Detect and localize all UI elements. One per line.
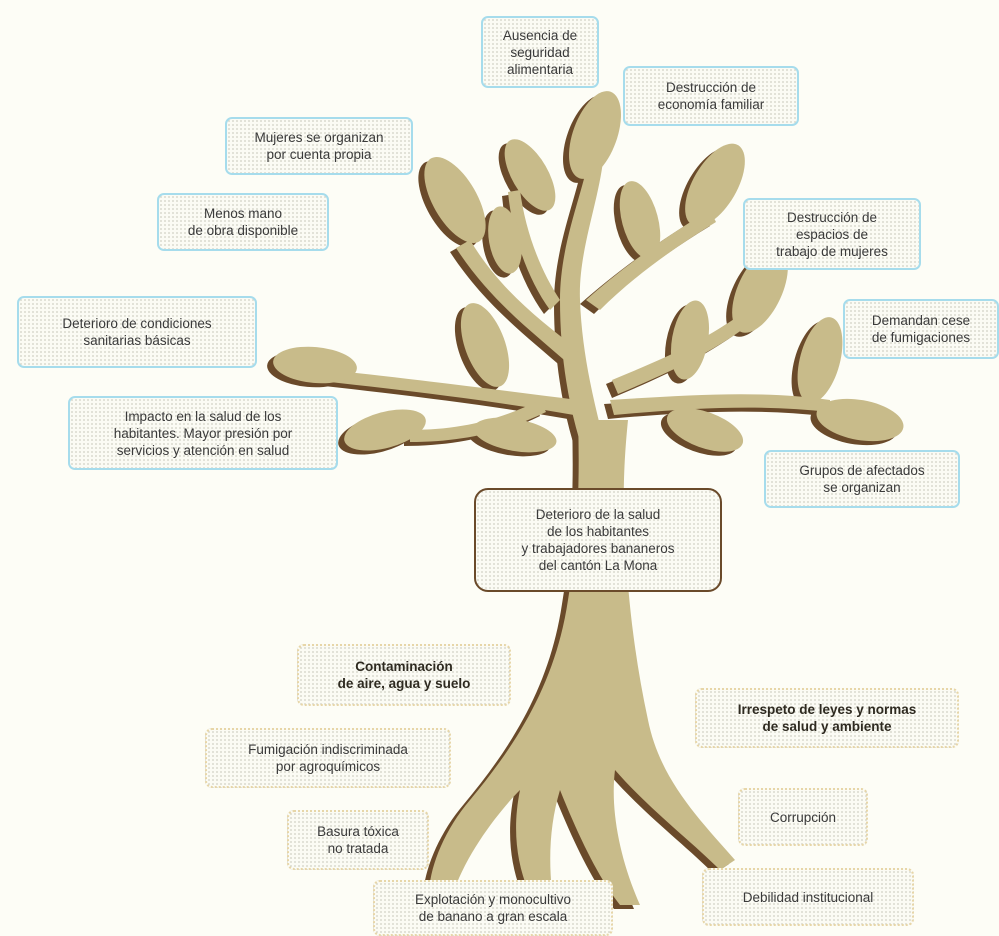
- cause-irrespeto-leyes: Irrespeto de leyes y normas de salud y a…: [695, 688, 959, 748]
- cause-fumigacion: Fumigación indiscriminada por agroquímic…: [205, 728, 451, 788]
- cause-corrupcion: Corrupción: [738, 788, 868, 846]
- cause-basura-toxica: Basura tóxica no tratada: [287, 810, 429, 870]
- effect-ausencia-seguridad: Ausencia de seguridad alimentaria: [481, 16, 599, 88]
- effect-mujeres-organizan: Mujeres se organizan por cuenta propia: [225, 117, 413, 175]
- effect-menos-mano-obra: Menos mano de obra disponible: [157, 193, 329, 251]
- cause-contaminacion: Contaminación de aire, agua y suelo: [297, 644, 511, 706]
- cause-explotacion: Explotación y monocultivo de banano a gr…: [373, 880, 613, 936]
- cause-debilidad-institucional: Debilidad institucional: [702, 868, 914, 926]
- core-problem: Deterioro de la salud de los habitantes …: [474, 488, 722, 592]
- effect-destruccion-espacios: Destrucción de espacios de trabajo de mu…: [743, 198, 921, 270]
- effect-impacto-salud: Impacto en la salud de los habitantes. M…: [68, 396, 338, 470]
- effect-destruccion-economia: Destrucción de economía familiar: [623, 66, 799, 126]
- effect-demandan-cese: Demandan cese de fumigaciones: [843, 299, 999, 359]
- effect-deterioro-condiciones: Deterioro de condiciones sanitarias bási…: [17, 296, 257, 368]
- effect-grupos-afectados: Grupos de afectados se organizan: [764, 450, 960, 508]
